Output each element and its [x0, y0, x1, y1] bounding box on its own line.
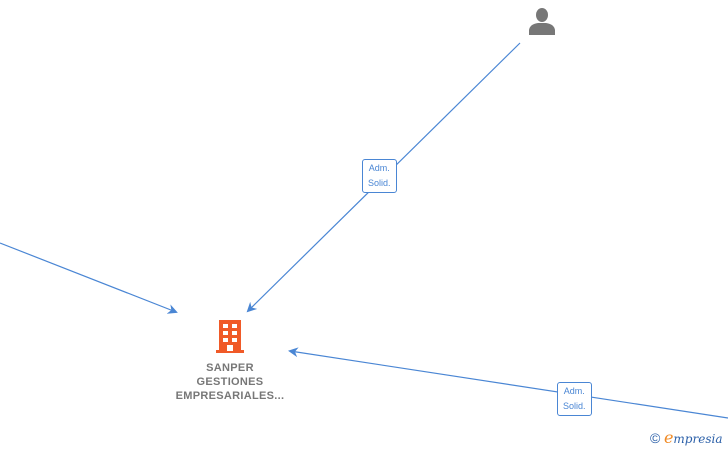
copyright-icon: ©	[650, 430, 661, 446]
company-name-line2: GESTIONES	[196, 376, 264, 388]
company-name-line3: EMPRESARIALES...	[175, 390, 285, 402]
building-icon	[216, 320, 244, 353]
person-node[interactable]	[527, 6, 557, 36]
empresia-credit[interactable]: © empresia	[650, 428, 722, 447]
brand-logo-e: e	[663, 428, 674, 447]
edge-left-to-company	[0, 242, 178, 314]
person-icon	[529, 8, 555, 35]
edge-right-to-company	[288, 347, 728, 419]
edge-label-line2: Solid.	[563, 401, 586, 411]
edge-label-adm-solid-right[interactable]: Adm. Solid.	[557, 382, 592, 416]
edge-label-adm-solid-top[interactable]: Adm. Solid.	[362, 159, 397, 193]
edge-label-line1: Adm.	[563, 386, 585, 396]
company-name-line1: SANPER	[206, 362, 254, 374]
edge-label-line1: Adm.	[368, 163, 390, 173]
brand-logo-text: mpresia	[673, 432, 723, 446]
company-node[interactable]: SANPER GESTIONES EMPRESARIALES...	[160, 318, 300, 403]
company-name[interactable]: SANPER GESTIONES EMPRESARIALES...	[160, 361, 300, 403]
edge-label-line2: Solid.	[368, 178, 391, 188]
